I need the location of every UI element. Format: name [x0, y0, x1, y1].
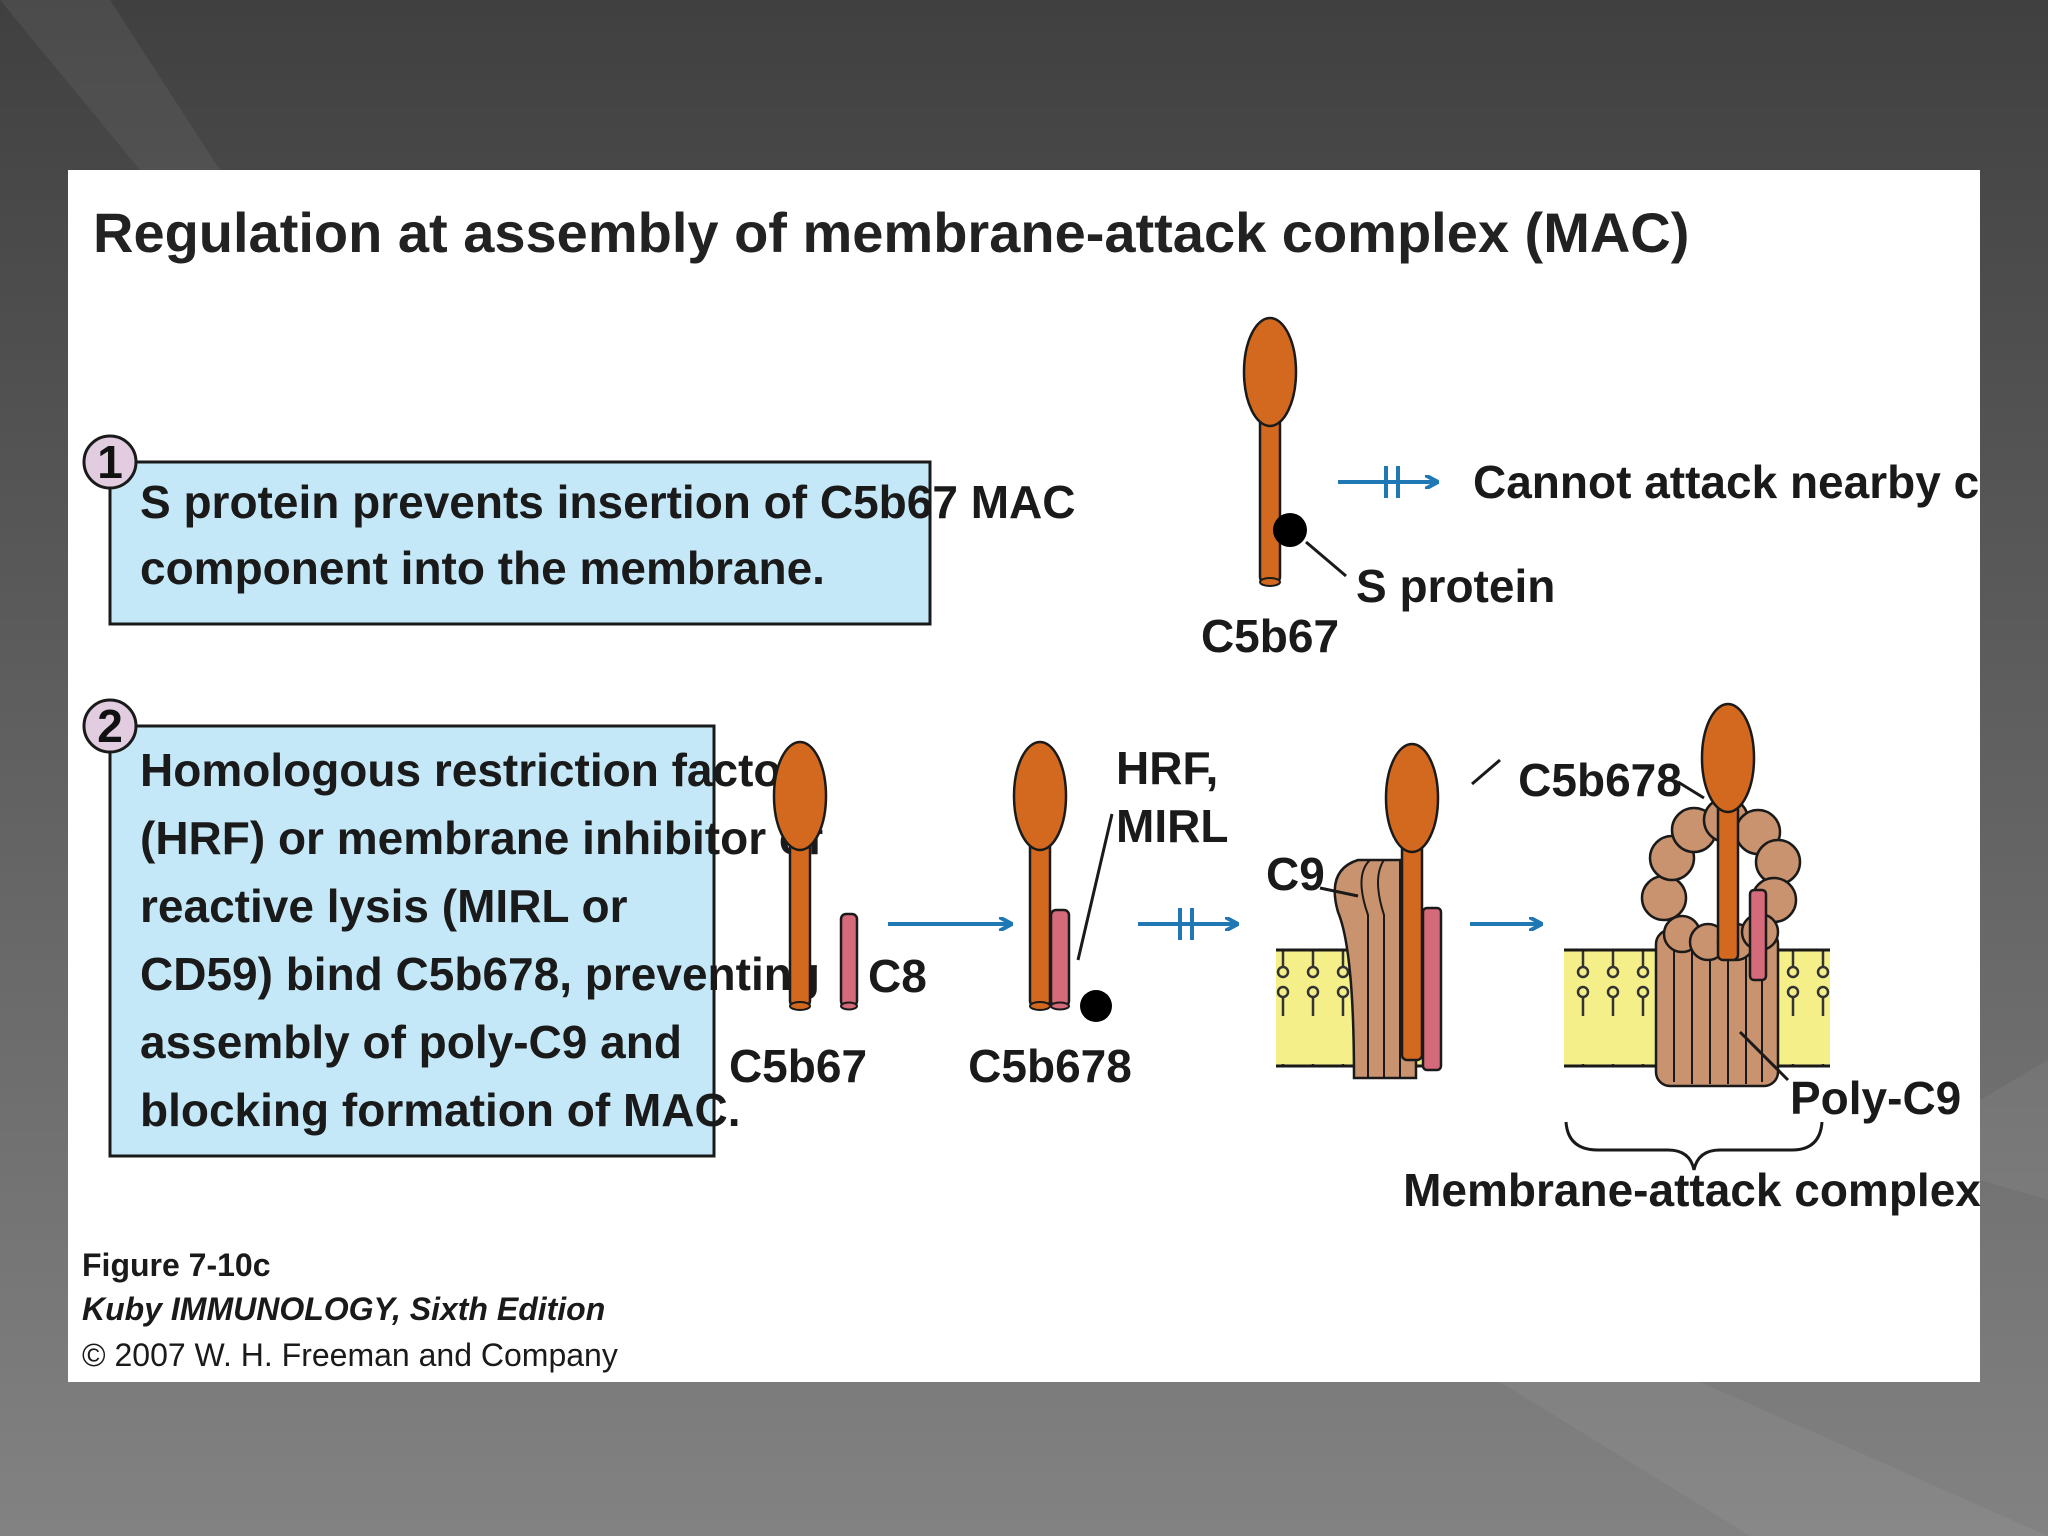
figure-number: Figure 7-10c	[82, 1247, 271, 1283]
step2-line-1: Homologous restriction factor	[140, 744, 799, 796]
c5b67-s-protein-figure	[1242, 316, 1347, 587]
figure-panel: Regulation at assembly of membrane-attac…	[68, 170, 1980, 1382]
blocked-arrow-1	[1338, 466, 1436, 498]
poly-c9-label: Poly-C9	[1790, 1072, 1961, 1124]
s-protein-label: S protein	[1356, 560, 1555, 612]
figure-title: Regulation at assembly of membrane-attac…	[93, 201, 1689, 264]
step1-badge	[82, 434, 138, 490]
step2-line-6: blocking formation of MAC.	[140, 1084, 741, 1136]
c8-label: C8	[868, 950, 927, 1002]
membrane-c9-figure	[1276, 742, 1443, 1080]
c9-label: C9	[1266, 848, 1325, 900]
c8-figure	[839, 912, 859, 1011]
step2-box	[108, 724, 716, 1158]
step1-line-2: component into the membrane.	[140, 542, 825, 594]
step1-line-1: S protein prevents insertion of C5b67 MA…	[140, 476, 1075, 528]
step2-badge	[82, 698, 138, 754]
c5b67-figure	[772, 740, 828, 1011]
c5b678-mid-label: C5b678	[968, 1040, 1132, 1092]
c5b67-bottom-label: C5b67	[729, 1040, 867, 1092]
step1-box	[108, 460, 932, 626]
mac-label: Membrane-attack complex	[1403, 1164, 1980, 1216]
mac-figure	[1471, 702, 1830, 1171]
c5b678-hrf-figure	[1012, 740, 1114, 1022]
mirl-label: MIRL	[1116, 800, 1228, 852]
step2-line-4: CD59) bind C5b678, preventing	[140, 948, 820, 1000]
step2-line-2: (HRF) or membrane inhibitor of	[140, 812, 823, 864]
cannot-attack-label: Cannot attack nearby cells	[1473, 456, 1980, 508]
step2-line-5: assembly of poly-C9 and	[140, 1016, 682, 1068]
copyright-credit: © 2007 W. H. Freeman and Company	[82, 1337, 618, 1373]
hrf-label: HRF,	[1116, 742, 1218, 794]
c5b67-top-label: C5b67	[1201, 610, 1339, 662]
c5b678-top-label: C5b678	[1518, 754, 1682, 806]
step2-line-3: reactive lysis (MIRL or	[140, 880, 628, 932]
step1-number: 1	[97, 436, 123, 488]
hrf-dot	[1080, 990, 1112, 1022]
step2-number: 2	[97, 700, 123, 752]
mac-regulation-diagram: Regulation at assembly of membrane-attac…	[82, 201, 1980, 1373]
s-protein-dot	[1273, 513, 1307, 547]
book-credit: Kuby IMMUNOLOGY, Sixth Edition	[82, 1291, 605, 1327]
blocked-arrow-2	[1138, 908, 1236, 940]
